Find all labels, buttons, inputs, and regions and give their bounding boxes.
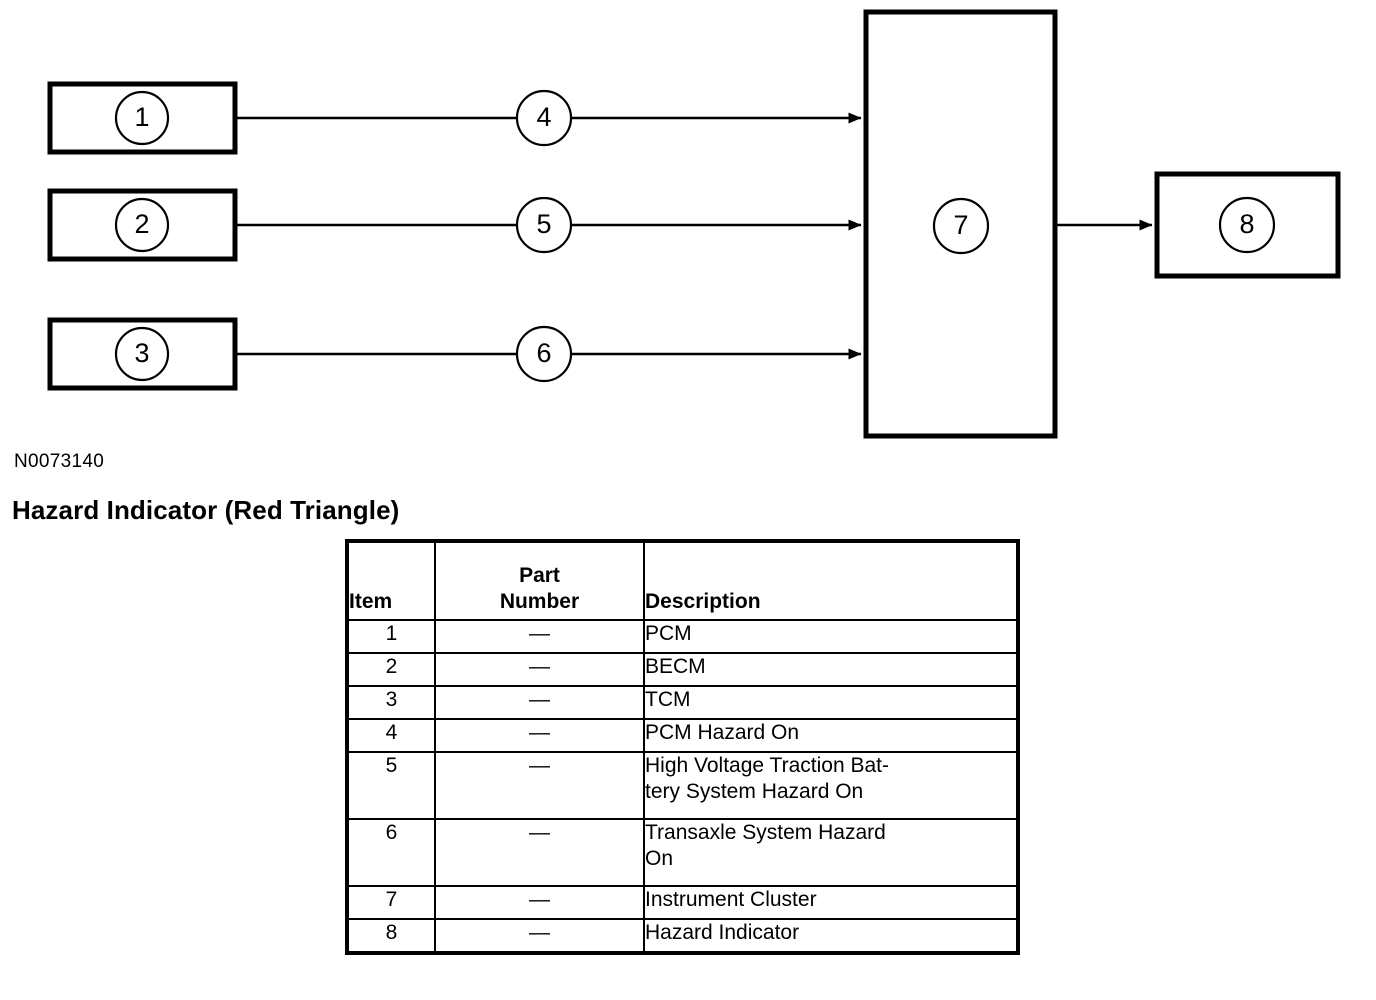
node-2-label: 2 [134, 209, 149, 239]
cell-item: 8 [346, 918, 436, 954]
node-5-label: 5 [536, 209, 551, 239]
diagram-node-8: 8 [1154, 171, 1341, 279]
cell-part-number: — [434, 619, 645, 654]
node-4-label: 4 [536, 102, 551, 132]
page-title: Hazard Indicator (Red Triangle) [12, 495, 400, 525]
cell-item: 1 [346, 619, 436, 654]
cell-description: PCM [643, 619, 1019, 654]
cell-part-number: — [434, 918, 645, 954]
table-header-row: Item Part Number Description [346, 540, 1019, 621]
cell-item: 2 [346, 652, 436, 687]
table-row: 2—BECM [346, 652, 1019, 687]
cell-description: High Voltage Traction Bat-tery System Ha… [643, 751, 1019, 820]
node-6-bubble [515, 325, 573, 383]
cell-item: 6 [346, 818, 436, 887]
block-diagram-canvas: 1 2 3 4 5 6 [47, 9, 1341, 439]
node-3-bubble [114, 326, 170, 382]
cell-part-number: — [434, 751, 645, 820]
diagram-node-1: 1 [47, 81, 238, 155]
cell-description: PCM Hazard On [643, 718, 1019, 753]
node-8-bubble [1218, 196, 1276, 254]
cell-description: BECM [643, 652, 1019, 687]
column-header-part-line1: Part [519, 564, 560, 587]
cell-description: Instrument Cluster [643, 885, 1019, 920]
node-6-label: 6 [536, 338, 551, 368]
column-header-description: Description [643, 540, 1019, 621]
column-header-part-number: Part Number [434, 540, 645, 621]
diagram-node-4: 4 [515, 89, 573, 147]
table-row: 4—PCM Hazard On [346, 718, 1019, 753]
table-row: 5—High Voltage Traction Bat-tery System … [346, 751, 1019, 820]
cell-part-number: — [434, 885, 645, 920]
node-3-label: 3 [134, 338, 149, 368]
node-7-bubble [932, 197, 990, 255]
diagram-node-7: 7 [863, 9, 1058, 439]
cell-item: 3 [346, 685, 436, 720]
cell-part-number: — [434, 652, 645, 687]
node-1-bubble [114, 90, 170, 146]
node-8-label: 8 [1239, 209, 1254, 239]
node-7-label: 7 [953, 210, 968, 240]
cell-part-number: — [434, 685, 645, 720]
node-1-label: 1 [134, 102, 149, 132]
cell-description: TCM [643, 685, 1019, 720]
cell-description: Hazard Indicator [643, 918, 1019, 954]
node-2-bubble [114, 197, 170, 253]
parts-table-header: Item Part Number Description [346, 540, 1019, 621]
diagram-node-6: 6 [515, 325, 573, 383]
cell-item: 5 [346, 751, 436, 820]
column-header-part-line2: Number [499, 590, 580, 613]
diagram-node-5: 5 [515, 196, 573, 254]
cell-item: 7 [346, 885, 436, 920]
node-4-bubble [515, 89, 573, 147]
cell-item: 4 [346, 718, 436, 753]
table-row: 1—PCM [346, 619, 1019, 654]
table-row: 3—TCM [346, 685, 1019, 720]
table-row: 7—Instrument Cluster [346, 885, 1019, 920]
cell-part-number: — [434, 718, 645, 753]
figure-id-caption: N0073140 [14, 451, 105, 472]
diagram-node-2: 2 [47, 188, 238, 262]
cell-part-number: — [434, 818, 645, 887]
block-diagram: 1 2 3 4 5 6 [0, 0, 1376, 450]
column-header-item: Item [346, 540, 436, 621]
table-row: 8—Hazard Indicator [346, 918, 1019, 954]
diagram-node-3: 3 [47, 317, 238, 391]
node-5-bubble [515, 196, 573, 254]
